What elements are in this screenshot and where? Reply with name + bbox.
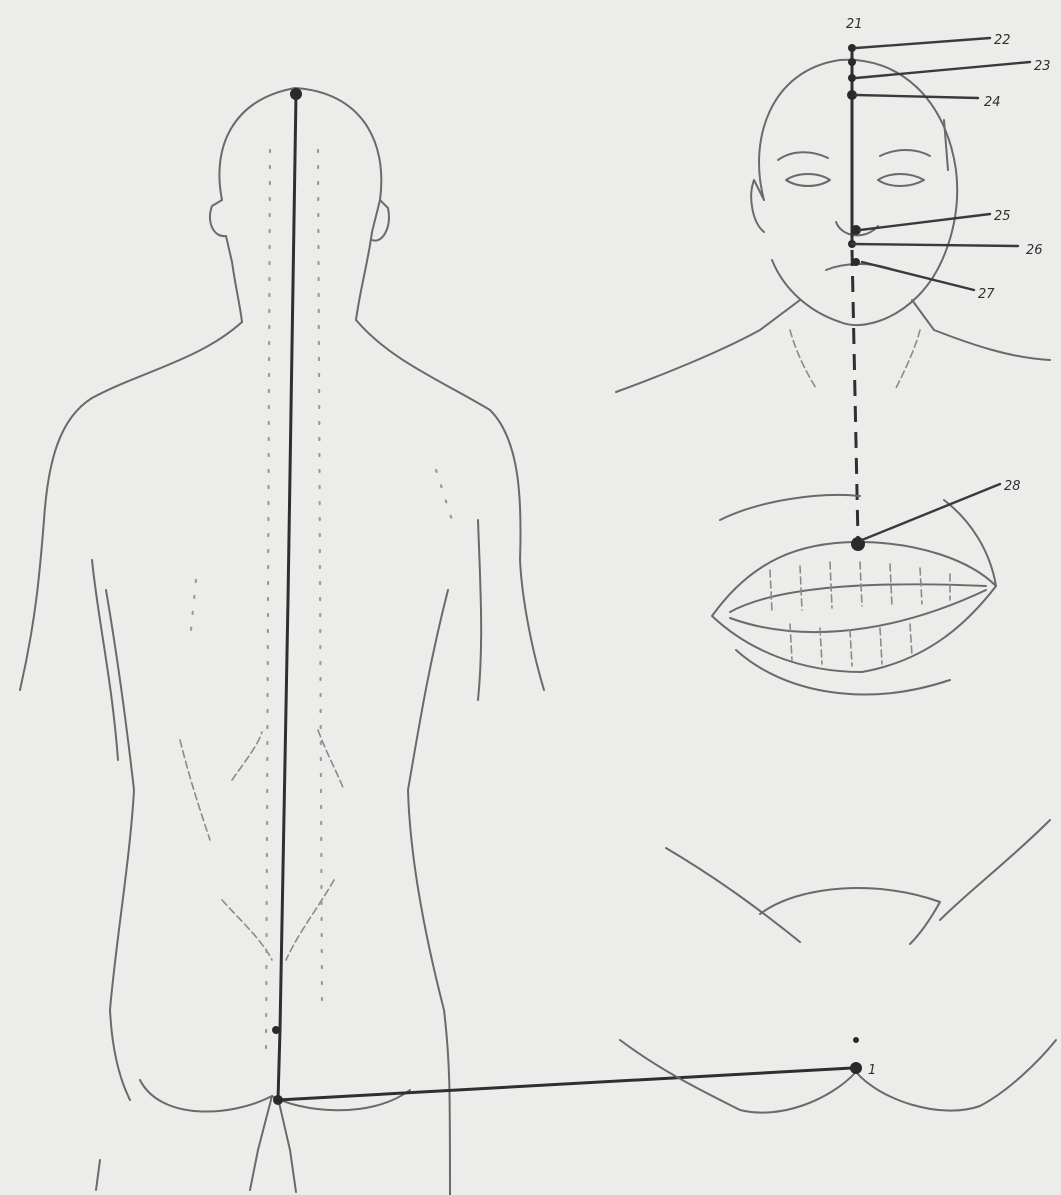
coccyx-point xyxy=(273,1095,283,1105)
leader-22 xyxy=(856,38,990,48)
outer-lip xyxy=(712,542,996,672)
point-27-marker xyxy=(852,258,860,266)
torso-left-side xyxy=(106,590,134,1100)
left-waist-line xyxy=(180,740,210,840)
leader-28 xyxy=(862,484,1000,540)
left-shoulder-arm xyxy=(20,322,242,690)
point-labels: 21 22 23 24 25 26 27 28 1 xyxy=(846,17,1051,1078)
arm-dots-left xyxy=(190,580,196,640)
label-23: 23 xyxy=(1034,59,1051,74)
face-meridian xyxy=(847,38,1030,540)
right-thigh-line xyxy=(940,820,1050,920)
left-eye xyxy=(786,174,830,186)
label-25: 25 xyxy=(994,209,1011,224)
perineum-upper-dot xyxy=(853,1037,859,1043)
upper-teeth xyxy=(770,562,950,612)
upper-teeth-line xyxy=(730,584,986,612)
label-21: 21 xyxy=(846,17,863,32)
leader-27 xyxy=(862,262,974,290)
connecting-line-to-point-1 xyxy=(278,1068,852,1100)
back-body-figure xyxy=(20,88,544,1195)
right-eyebrow xyxy=(880,150,930,156)
torso-right-side xyxy=(408,590,450,1195)
left-lower-back-line xyxy=(232,732,262,780)
lower-teeth-line xyxy=(730,590,986,632)
left-thigh-line xyxy=(666,848,800,942)
back-meridian-line xyxy=(278,94,296,1100)
arm-dots-right xyxy=(436,470,452,520)
right-eye xyxy=(878,174,924,186)
leader-25 xyxy=(860,214,990,230)
right-leg-inner xyxy=(278,1098,296,1192)
neck-line-left xyxy=(790,330,816,388)
left-glute-line xyxy=(222,900,272,960)
leader-23 xyxy=(856,62,1030,78)
leader-24 xyxy=(856,95,978,98)
face-outline xyxy=(759,60,957,325)
back-meridian xyxy=(272,88,852,1105)
left-leg-inner xyxy=(250,1096,272,1190)
head-left-neck xyxy=(210,200,242,322)
head-outline xyxy=(219,88,381,320)
cheek-line-right xyxy=(944,500,996,586)
face-side-mark xyxy=(944,120,948,170)
right-glute-line xyxy=(286,880,334,960)
label-1: 1 xyxy=(868,1063,876,1078)
label-28: 28 xyxy=(1004,479,1021,494)
leader-26 xyxy=(852,244,1018,246)
right-shoulder-arm xyxy=(356,320,544,690)
right-inner-arm xyxy=(478,520,481,700)
label-27: 27 xyxy=(978,287,995,302)
neck-line-right xyxy=(896,330,920,388)
right-neck-shoulder xyxy=(912,300,1050,360)
sacral-point xyxy=(272,1026,280,1034)
vertex-point xyxy=(290,88,302,100)
left-eyebrow xyxy=(778,152,828,160)
pubic-curve xyxy=(760,888,940,944)
bladder-meridian-left-dots xyxy=(266,150,270,1060)
point-1-marker xyxy=(850,1062,862,1074)
point-22-marker xyxy=(848,58,856,66)
label-26: 26 xyxy=(1026,243,1043,258)
left-leg-outer xyxy=(96,1160,100,1190)
label-24: 24 xyxy=(984,95,1001,110)
left-neck-shoulder xyxy=(616,300,800,392)
bladder-meridian-right-dots xyxy=(318,150,322,1000)
cheek-line-left xyxy=(720,495,860,520)
label-22: 22 xyxy=(994,33,1011,48)
